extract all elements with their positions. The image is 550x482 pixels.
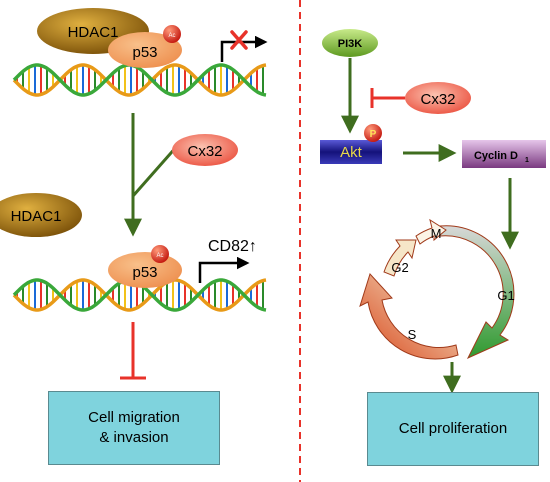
active-transcription-arrow (198, 256, 250, 283)
phase-g2-label: G2 (391, 260, 408, 275)
ac-label: Ac (168, 33, 175, 39)
pi3k-label: PI3K (338, 38, 363, 50)
cell-migration-box: Cell migration & invasion (48, 391, 220, 465)
dna-strand (12, 63, 267, 97)
cd82-label: CD82↑ (208, 238, 257, 255)
phase-m-label: M (431, 226, 442, 241)
phase-s-label: S (408, 327, 417, 342)
cx32-node-right: Cx32 (405, 82, 471, 114)
g1-phase-arc (439, 225, 515, 360)
dna-strand (12, 63, 267, 97)
inhibit-migration (120, 322, 146, 380)
cyclin-subscript: 1 (525, 157, 529, 164)
cx32-right-label: Cx32 (420, 91, 455, 108)
hdac1-free-label: HDAC1 (11, 208, 62, 225)
pi3k-node: PI3K (322, 29, 378, 57)
cx32-link (131, 144, 180, 197)
akt-node: Akt (320, 140, 382, 164)
cx32-inhibition (370, 88, 405, 108)
p53-label: p53 (132, 44, 157, 61)
cyclin-d1-node: Cyclin D 1 (462, 140, 546, 168)
cell-cycle: M G2 G1 S (359, 218, 515, 360)
akt-label: Akt (340, 144, 363, 161)
migration-line1: Cell migration (88, 408, 180, 426)
hdac1-free: HDAC1 (0, 193, 82, 237)
m-phase-arc (415, 218, 447, 245)
p-badge-label: P (370, 129, 377, 140)
hdac1-label: HDAC1 (68, 24, 119, 41)
phospho-badge: P (364, 124, 382, 142)
g2-phase-arc (383, 239, 417, 277)
s-phase-arc (359, 273, 459, 360)
cell-proliferation-box: Cell proliferation (367, 392, 539, 466)
cx32-node: Cx32 (172, 134, 238, 166)
block-cross-icon (230, 30, 248, 50)
p53-top: p53 (108, 32, 182, 68)
p53-bottom-label: p53 (132, 264, 157, 281)
dna-helix-top (12, 63, 267, 97)
cx32-label: Cx32 (187, 143, 222, 160)
blocked-transcription-arrow (220, 30, 268, 62)
p53-bottom: p53 (108, 252, 182, 288)
phase-g1-label: G1 (497, 288, 514, 303)
acetyl-badge-top: Ac (163, 25, 181, 43)
ac-bottom-label: Ac (156, 253, 163, 259)
dna-strand (12, 278, 267, 312)
proliferation-label: Cell proliferation (398, 419, 508, 437)
migration-line2: & invasion (99, 429, 169, 446)
cyclin-label: Cyclin D (474, 150, 518, 162)
acetyl-badge-bottom: Ac (151, 245, 169, 263)
